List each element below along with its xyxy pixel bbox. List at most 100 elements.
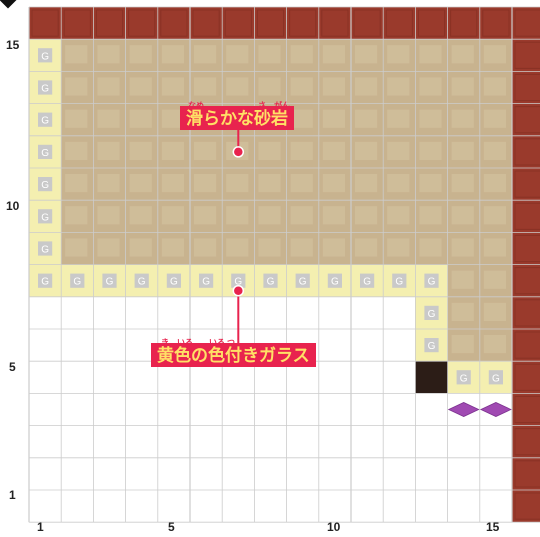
- sandstone-texture: [323, 174, 345, 192]
- empty-cell: [158, 393, 190, 425]
- sandstone-texture: [484, 206, 506, 224]
- empty-cell: [61, 361, 93, 393]
- glass-callout: き いろ いろ つ 黄色の色付きガラス: [151, 343, 316, 367]
- sandstone-texture: [258, 174, 280, 192]
- sandstone-texture: [355, 77, 377, 95]
- brick-block: [512, 136, 540, 168]
- sandstone-texture: [162, 206, 184, 224]
- brick-block: [93, 7, 125, 39]
- empty-cell: [29, 458, 61, 490]
- sandstone-texture: [226, 45, 248, 63]
- sandstone-texture: [97, 174, 119, 192]
- empty-cell: [61, 393, 93, 425]
- sandstone-texture: [323, 206, 345, 224]
- brick-block: [512, 426, 540, 458]
- empty-cell: [254, 426, 286, 458]
- sandstone-texture: [97, 238, 119, 256]
- sandstone-texture: [323, 77, 345, 95]
- empty-cell: [351, 361, 383, 393]
- empty-cell: [448, 458, 480, 490]
- empty-cell: [319, 458, 351, 490]
- glass-tile-letter: G: [41, 277, 49, 288]
- sandstone-texture: [65, 238, 87, 256]
- empty-cell: [287, 393, 319, 425]
- sandstone-leader-dot: [233, 147, 243, 157]
- empty-cell: [29, 297, 61, 329]
- sandstone-texture: [194, 174, 216, 192]
- empty-cell: [126, 393, 158, 425]
- sandstone-ruby-2: さ: [258, 97, 266, 115]
- sandstone-texture: [387, 45, 409, 63]
- sandstone-texture: [258, 77, 280, 95]
- sandstone-texture: [323, 45, 345, 63]
- empty-cell: [480, 426, 512, 458]
- sandstone-texture: [323, 238, 345, 256]
- empty-cell: [415, 490, 447, 522]
- glass-tile-letter: G: [41, 51, 49, 62]
- sandstone-texture: [419, 142, 441, 160]
- sandstone-texture: [387, 142, 409, 160]
- empty-cell: [383, 490, 415, 522]
- sandstone-texture: [419, 206, 441, 224]
- x-tick-1: 1: [37, 520, 44, 534]
- empty-cell: [29, 490, 61, 522]
- sandstone-texture: [355, 174, 377, 192]
- empty-cell: [93, 458, 125, 490]
- sandstone-texture: [226, 174, 248, 192]
- empty-cell: [448, 426, 480, 458]
- glass-tile-letter: G: [41, 180, 49, 191]
- empty-cell: [351, 297, 383, 329]
- sandstone-texture: [419, 45, 441, 63]
- sandstone-texture: [484, 238, 506, 256]
- brick-block: [512, 458, 540, 490]
- sandstone-texture: [355, 206, 377, 224]
- sandstone-texture: [226, 238, 248, 256]
- empty-cell: [222, 426, 254, 458]
- empty-cell: [93, 393, 125, 425]
- x-tick-15: 15: [486, 520, 499, 534]
- brick-block: [61, 7, 93, 39]
- empty-cell: [287, 490, 319, 522]
- sandstone-texture: [258, 238, 280, 256]
- empty-cell: [29, 393, 61, 425]
- sandstone-texture: [419, 174, 441, 192]
- glass-tile-letter: G: [41, 84, 49, 95]
- glass-tile-letter: G: [138, 277, 146, 288]
- empty-cell: [480, 458, 512, 490]
- empty-cell: [126, 458, 158, 490]
- sandstone-texture: [130, 110, 152, 128]
- sandstone-texture: [291, 142, 313, 160]
- empty-cell: [383, 393, 415, 425]
- empty-cell: [158, 426, 190, 458]
- sandstone-texture: [130, 77, 152, 95]
- brick-block: [512, 490, 540, 522]
- sandstone-texture: [419, 77, 441, 95]
- empty-cell: [287, 458, 319, 490]
- empty-cell: [383, 329, 415, 361]
- y-tick-1: 1: [9, 488, 16, 502]
- sandstone-texture: [291, 45, 313, 63]
- empty-cell: [190, 426, 222, 458]
- sandstone-texture: [130, 142, 152, 160]
- sandstone-texture: [387, 206, 409, 224]
- sandstone-texture: [226, 206, 248, 224]
- empty-cell: [351, 426, 383, 458]
- empty-cell: [190, 297, 222, 329]
- glass-tile-letter: G: [395, 277, 403, 288]
- y-tick-10: 10: [6, 199, 19, 213]
- y-tick-15: 15: [6, 38, 19, 52]
- glass-tile-letter: G: [428, 309, 436, 320]
- brick-block: [512, 200, 540, 232]
- brick-block: [190, 7, 222, 39]
- sandstone-ruby-3: がん: [274, 97, 290, 115]
- sandstone-texture: [355, 45, 377, 63]
- brick-block: [480, 7, 512, 39]
- sandstone-texture: [484, 142, 506, 160]
- empty-cell: [61, 490, 93, 522]
- empty-cell: [319, 426, 351, 458]
- glass-ruby-2: いろ: [177, 334, 193, 352]
- sandstone-texture: [130, 45, 152, 63]
- sandstone-texture: [387, 174, 409, 192]
- brick-block: [448, 7, 480, 39]
